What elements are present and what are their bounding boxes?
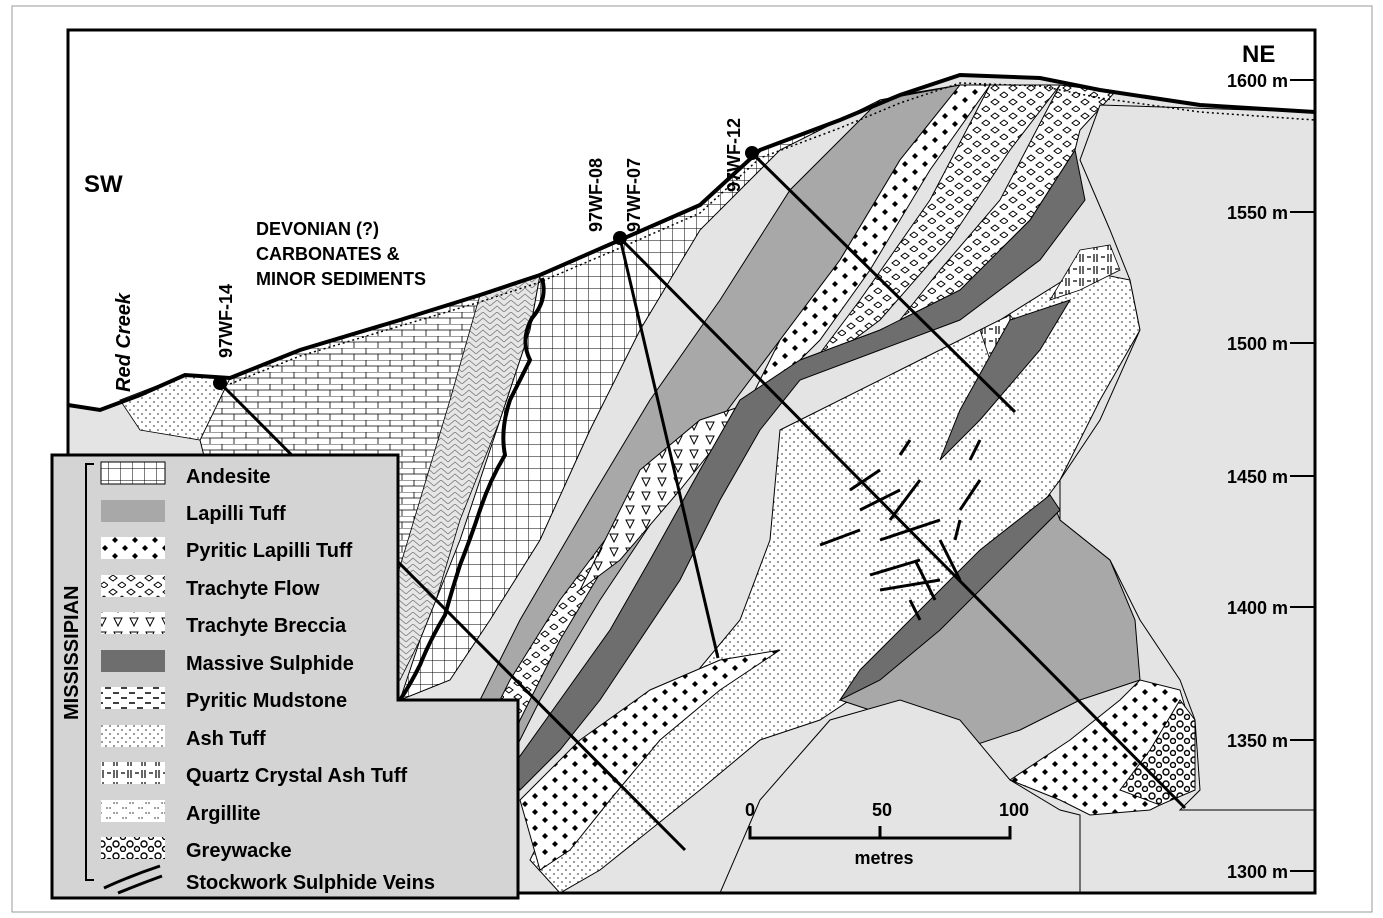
elevation-label: 1550 m (1227, 203, 1288, 223)
massive-sulphide-lower (838, 494, 1061, 702)
legend-label: Stockwork Sulphide Veins (186, 872, 435, 894)
elevation-label: 1450 m (1227, 467, 1288, 487)
elevation-label: 1300 m (1227, 862, 1288, 882)
cover-label-line-1: DEVONIAN (?) (256, 219, 379, 239)
cover-label-line-2: CARBONATES & (256, 244, 400, 264)
legend-label: Andesite (186, 466, 270, 488)
legend-swatch-trachyte-flow (101, 575, 165, 597)
unconformity-contact (398, 277, 546, 702)
figure-border (11, 5, 1373, 913)
drillhole-traces (218, 151, 1187, 852)
legend-label: Massive Sulphide (186, 653, 354, 675)
collar-97WF-08-07 (613, 231, 627, 245)
elevation-label: 1350 m (1227, 731, 1288, 751)
drillhole-label-97WF-07: 97WF-07 (624, 158, 644, 232)
legend-swatch-pyritic-lapilli-tuff (101, 537, 165, 559)
legend-swatch-argillite (101, 800, 165, 822)
drillhole-label-97WF-12: 97WF-12 (724, 118, 744, 192)
legend-label: Trachyte Flow (186, 578, 320, 600)
river-label: Red Creek (113, 292, 135, 392)
drillhole-label-97WF-14: 97WF-14 (216, 284, 236, 358)
surface-cover-line (229, 82, 1316, 385)
legend-swatch-lapilli-tuff (101, 500, 165, 522)
elevation-label: 1600 m (1227, 71, 1288, 91)
legend-swatch-pyritic-mudstone (101, 687, 165, 709)
massive-sulphide-lens (939, 299, 1072, 461)
legend-label: Ash Tuff (186, 728, 266, 750)
subsurface-blob (719, 699, 1081, 893)
legend-swatch-massive-sulphide (101, 650, 165, 672)
elevation-label: 1400 m (1227, 598, 1288, 618)
legend-label: Pyritic Mudstone (186, 690, 347, 712)
drillhole-trace-97WF-12 (750, 151, 1017, 414)
direction-sw: SW (84, 171, 123, 198)
legend-swatch-ash-tuff (101, 725, 165, 747)
drillhole-trace-97WF-07 (618, 236, 1187, 810)
scale-tick: 50 (872, 800, 892, 820)
quartz-crystal-ash-tuff-lens (1049, 244, 1121, 301)
legend-swatch-trachyte-breccia (101, 612, 165, 634)
scale-unit: metres (854, 848, 913, 868)
scale-tick: 100 (999, 800, 1029, 820)
scale-bar: 0 50 100 metres (745, 800, 1029, 868)
legend-group-label: MISSISSIPIAN (61, 586, 83, 720)
direction-ne: NE (1242, 41, 1275, 68)
elevation-axis: 1600 m 1550 m 1500 m 1450 m 1400 m 1350 … (1227, 71, 1315, 882)
elevation-label: 1500 m (1227, 334, 1288, 354)
pyritic-lapilli-tuff-lower (519, 649, 781, 871)
legend: MISSISSIPIAN Andesite Lapilli Tuff Pyrit… (50, 453, 520, 900)
legend-swatch-greywacke (101, 837, 165, 859)
legend-label: Trachyte Breccia (186, 615, 347, 637)
legend-swatch-quartz-crystal-ash-tuff (101, 762, 165, 784)
cover-label-line-3: MINOR SEDIMENTS (256, 269, 426, 289)
scale-tick: 0 (745, 800, 755, 820)
legend-label: Greywacke (186, 840, 292, 862)
legend-label: Argillite (186, 803, 260, 825)
massive-sulphide-unit (509, 148, 1086, 791)
legend-swatch-andesite (100, 461, 166, 485)
legend-label: Lapilli Tuff (186, 503, 286, 525)
drillhole-label-97WF-08: 97WF-08 (586, 158, 606, 232)
drillhole-trace-97WF-08 (618, 237, 720, 659)
collar-97WF-14 (213, 376, 227, 390)
collar-97WF-12 (745, 146, 759, 160)
subsurface-right (1059, 104, 1315, 811)
legend-label: Quartz Crystal Ash Tuff (186, 765, 407, 787)
legend-swatch-stockwork-veins (103, 864, 163, 895)
legend-label: Pyritic Lapilli Tuff (186, 540, 353, 562)
